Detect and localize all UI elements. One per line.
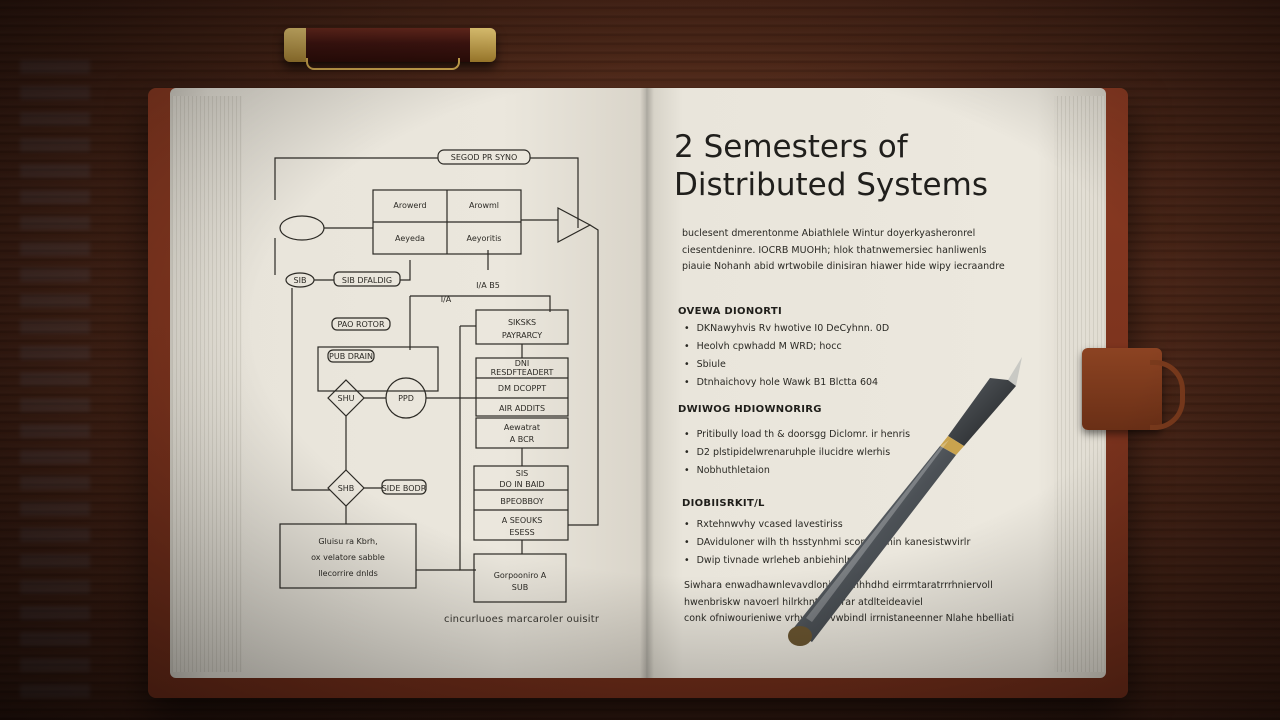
- diagram-box-b1: Aeyeda: [395, 234, 425, 243]
- section-3-list: Rxtehnwvhy vcased lavestiriss DAvidulone…: [684, 516, 1014, 570]
- diagram-mid-arrow-label: SIB DFALDIG: [342, 276, 392, 285]
- list-item: Nobhuthletaion: [684, 462, 910, 480]
- list-item: Sbiule: [684, 356, 889, 374]
- diagram-bottom-left-1: Gluisu ra Kbrh,: [318, 537, 377, 546]
- diagram-small-left: SIB: [294, 276, 307, 285]
- diagram-p-label: PAO ROTOR: [337, 320, 385, 329]
- flowchart-diagram: SEGOD PR SYNO Arowerd Arowml Aeyeda Aeyo…: [274, 149, 599, 603]
- section-1-list: DKNawyhvis Rv hwotive I0 DeCyhnn. 0D Heo…: [684, 320, 890, 392]
- list-item: DKNawyhvis Rv hwotive I0 DeCyhnn. 0D: [684, 320, 890, 338]
- strap-ring: [1150, 360, 1185, 430]
- intro-line: ciesentdeninre. IOCRB MUOHh; hlok thatnw…: [682, 244, 987, 256]
- page-title: 2 Semesters of Distributed Systems: [674, 128, 1034, 204]
- outro-line: conk ofniwourieniwe vrhvlhodrvwbindl irr…: [684, 613, 1014, 624]
- diagram-top-label: SEGOD PR SYNO: [451, 153, 518, 162]
- pen-clip: [306, 58, 460, 70]
- diagram-stack-low-3: BPEOBBOY: [500, 497, 543, 506]
- diagram-dec-label: PUB DRAIN: [329, 352, 373, 361]
- diagram-box-a2: Arowml: [469, 201, 499, 210]
- diagram-mid-tick: I/A: [441, 295, 452, 304]
- section-1-heading: OVEWA DIONORTI: [678, 306, 782, 317]
- list-item: Heolvh cpwhadd M WRD; hocc: [684, 338, 889, 356]
- title-line-2: Distributed Systems: [674, 167, 988, 203]
- list-item: Pritibully load th & doorsgg Diclomr. ir…: [684, 426, 910, 444]
- outro-line: hwenbriskw navoerl hilrkhntowlrirar atdl…: [684, 596, 923, 608]
- intro-line: piauie Nohanh abid wrtwobile dinisiran h…: [682, 261, 1005, 272]
- list-item: Dwip tivnade wrleheb anbiehinlnot: [684, 552, 1014, 570]
- diagram-box-a1: Arowerd: [393, 201, 426, 210]
- closed-fountain-pen: [284, 28, 496, 62]
- section-3-heading: DIOBIISRKIT/L: [682, 498, 765, 509]
- diagram-diamond-1: SHU: [338, 394, 355, 403]
- diagram-bottom-right-1: Gorpooniro A: [494, 571, 547, 580]
- diagram-side-label: SIDE BODR: [382, 484, 427, 493]
- diagram-stack-mid-5: Aewatrat: [504, 423, 540, 432]
- diagram-mid-right-label: I/A B5: [476, 281, 500, 290]
- diagram-stack-low-4: A SEOUKS: [502, 516, 543, 525]
- section-2-heading: DWIWOG HDIOWNORIRG: [678, 404, 822, 415]
- left-page-edges: [172, 96, 242, 672]
- diagram-stack-low-1: SIS: [516, 469, 529, 478]
- diagram-bottom-left-2: ox velatore sabble: [311, 553, 385, 562]
- background-blur-lights: [20, 60, 90, 700]
- diagram-bottom-right-2: SUB: [512, 583, 528, 592]
- diagram-bottom-left-3: llecorrire dnlds: [318, 569, 378, 578]
- diagram-stack-mid-1: DNI: [515, 359, 530, 368]
- diagram-stack-low-5: ESESS: [509, 528, 534, 537]
- outro-paragraph: Siwhara enwadhawnlevavdloniverr hhhdhd e…: [684, 578, 1014, 628]
- diagram-box-b2: Aeyoritis: [467, 234, 502, 243]
- list-item: Rxtehnwvhy vcased lavestiriss: [684, 516, 1014, 534]
- diagram-stack-low-2: DO IN BAID: [499, 480, 544, 489]
- intro-paragraph: buclesent dmerentonme Abiathlele Wintur …: [682, 226, 1012, 276]
- intro-line: buclesent dmerentonme Abiathlele Wintur …: [682, 228, 976, 239]
- diagram-stack-mid-4: AIR ADDITS: [499, 404, 545, 413]
- diagram-diamond-2: SHB: [338, 484, 355, 493]
- list-item: Dtnhaichovy hole Wawk B1 Blctta 604: [684, 374, 889, 392]
- list-item: D2 plstipidelwrenaruhple ilucidre wlerhi…: [684, 444, 910, 462]
- diagram-stack-mid-6: A BCR: [510, 435, 535, 444]
- diagram-stack-top-2: PAYRARCY: [502, 331, 542, 340]
- title-line-1: 2 Semesters of: [674, 129, 908, 165]
- list-item: DAviduloner wilh th hsstynhmi sconnesthi…: [684, 534, 1014, 552]
- outro-line: Siwhara enwadhawnlevavdloniverr hhhdhd e…: [684, 580, 993, 591]
- book-spine: [640, 88, 654, 678]
- diagram-stack-mid-3: DM DCOPPT: [498, 384, 546, 393]
- diagram-circle-1: PPD: [398, 394, 414, 403]
- section-2-list: Pritibully load th & doorsgg Diclomr. ir…: [684, 426, 910, 480]
- diagram-caption: cincurluoes marcaroler ouisitr: [444, 614, 600, 625]
- diagram-stack-top-1: SIKSKS: [508, 318, 536, 327]
- diagram-stack-mid-2: RESDFTEADERT: [491, 368, 554, 377]
